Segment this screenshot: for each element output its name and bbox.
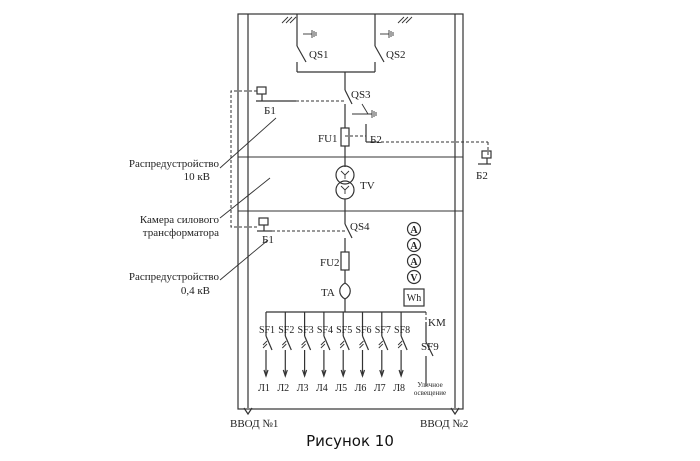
- switchgear-10kv-line1: Распредустройство: [129, 158, 220, 170]
- line-label: Л1: [258, 383, 270, 394]
- wh-meter: [403, 288, 425, 307]
- breaker-label: SF2: [278, 325, 294, 336]
- sf9-label: SF9: [421, 341, 439, 353]
- b2-mid-lock: [345, 124, 489, 156]
- b1-top-label: Б1: [264, 105, 276, 117]
- qs4-disconnector: [344, 223, 353, 252]
- switchgear-04kv-line2: 0,4 кВ: [181, 285, 210, 297]
- breaker-label: SF6: [355, 325, 371, 336]
- breaker-label: SF5: [336, 325, 352, 336]
- input-1-arrow: [243, 14, 253, 416]
- breaker-label: SF8: [394, 325, 410, 336]
- feeder-arrow: [263, 369, 269, 378]
- leader-04kv: [219, 239, 269, 281]
- b2-right-label: Б2: [476, 170, 488, 182]
- line-label: Л5: [335, 383, 347, 394]
- feeder-arrow: [321, 369, 327, 378]
- feeder-arrow: [282, 369, 288, 378]
- qs2-label: QS2: [386, 49, 406, 61]
- breaker-label: SF1: [259, 325, 275, 336]
- fu1-label: FU1: [318, 133, 338, 145]
- feeder-arrow: [379, 369, 385, 378]
- line-label: Л6: [355, 383, 367, 394]
- ta-label: TA: [321, 287, 335, 299]
- qs1-label: QS1: [309, 49, 329, 61]
- substation-enclosure: [237, 13, 464, 410]
- breaker-contact: [304, 335, 312, 351]
- input-1-label: ВВОД №1: [230, 418, 278, 430]
- meter-label: A: [410, 257, 418, 268]
- feeder-arrow: [359, 369, 366, 378]
- breaker-contact: [381, 335, 389, 351]
- tv-label: TV: [360, 180, 375, 192]
- feeder-arrow: [340, 369, 346, 378]
- meter-label: A: [410, 225, 418, 236]
- figure-caption: Рисунок 10: [306, 432, 394, 450]
- qs4-label: QS4: [350, 221, 370, 233]
- transformer-chamber-line2: трансформатора: [143, 227, 219, 239]
- sf9-branch: [425, 322, 434, 386]
- fu1-fuse: [340, 127, 350, 147]
- breaker-contact: [284, 335, 292, 351]
- input-2-arrow: [450, 14, 460, 416]
- breaker-contact: [265, 335, 273, 351]
- switchgear-04kv-line1: Распредустройство: [129, 271, 220, 283]
- line-label: Л3: [297, 383, 309, 394]
- b1-top-lock: [256, 86, 345, 102]
- line-label: Л8: [393, 383, 405, 394]
- qs1-disconnector: [296, 14, 317, 72]
- feeder-arrow: [302, 369, 308, 378]
- line-label: Л4: [316, 383, 328, 394]
- feeder-arrow: [398, 369, 404, 378]
- meter-label: V: [410, 273, 418, 284]
- line-label: Л7: [374, 383, 386, 394]
- breaker-contact: [400, 335, 408, 351]
- interlock-loop-left: [230, 90, 259, 228]
- b1-low-label: Б1: [262, 234, 274, 246]
- qs3-disconnector: [344, 89, 377, 128]
- meter-label: A: [410, 241, 418, 252]
- input-2-label: ВВОД №2: [420, 418, 468, 430]
- street-lighting-line2: освещение: [414, 389, 446, 397]
- transformer-chamber-line1: Камера силового: [140, 214, 220, 226]
- qs3-label: QS3: [351, 89, 371, 101]
- breaker-label: SF7: [375, 325, 391, 336]
- fu2-label: FU2: [320, 257, 340, 269]
- breaker-label: SF3: [298, 325, 314, 336]
- ta-current-transformer: [339, 282, 351, 300]
- tv-transformer: [335, 165, 355, 200]
- meter-2: A: [406, 237, 422, 253]
- b1-low-lock: [257, 217, 345, 232]
- km-label: KM: [428, 317, 446, 329]
- qs2-disconnector: [374, 14, 394, 72]
- top-hatch-right: [397, 16, 413, 24]
- leader-transformer: [219, 177, 271, 219]
- breaker-label: SF4: [317, 325, 333, 336]
- meter-4: V: [406, 269, 422, 285]
- meter-1: A: [406, 221, 422, 237]
- breaker-contact: [361, 335, 370, 351]
- b2-right-lock: [478, 150, 492, 165]
- meter-3: A: [406, 253, 422, 269]
- breaker-contact: [342, 335, 350, 351]
- b2-mid-label: Б2: [370, 134, 382, 146]
- switchgear-10kv-line2: 10 кВ: [184, 171, 210, 183]
- wh-meter-label: Wh: [407, 293, 421, 304]
- line-label: Л2: [277, 383, 289, 394]
- breaker-contact: [323, 335, 331, 351]
- fu2-fuse: [340, 251, 350, 271]
- top-hatch-left: [281, 16, 297, 24]
- street-lighting-line1: Уличное: [417, 381, 442, 389]
